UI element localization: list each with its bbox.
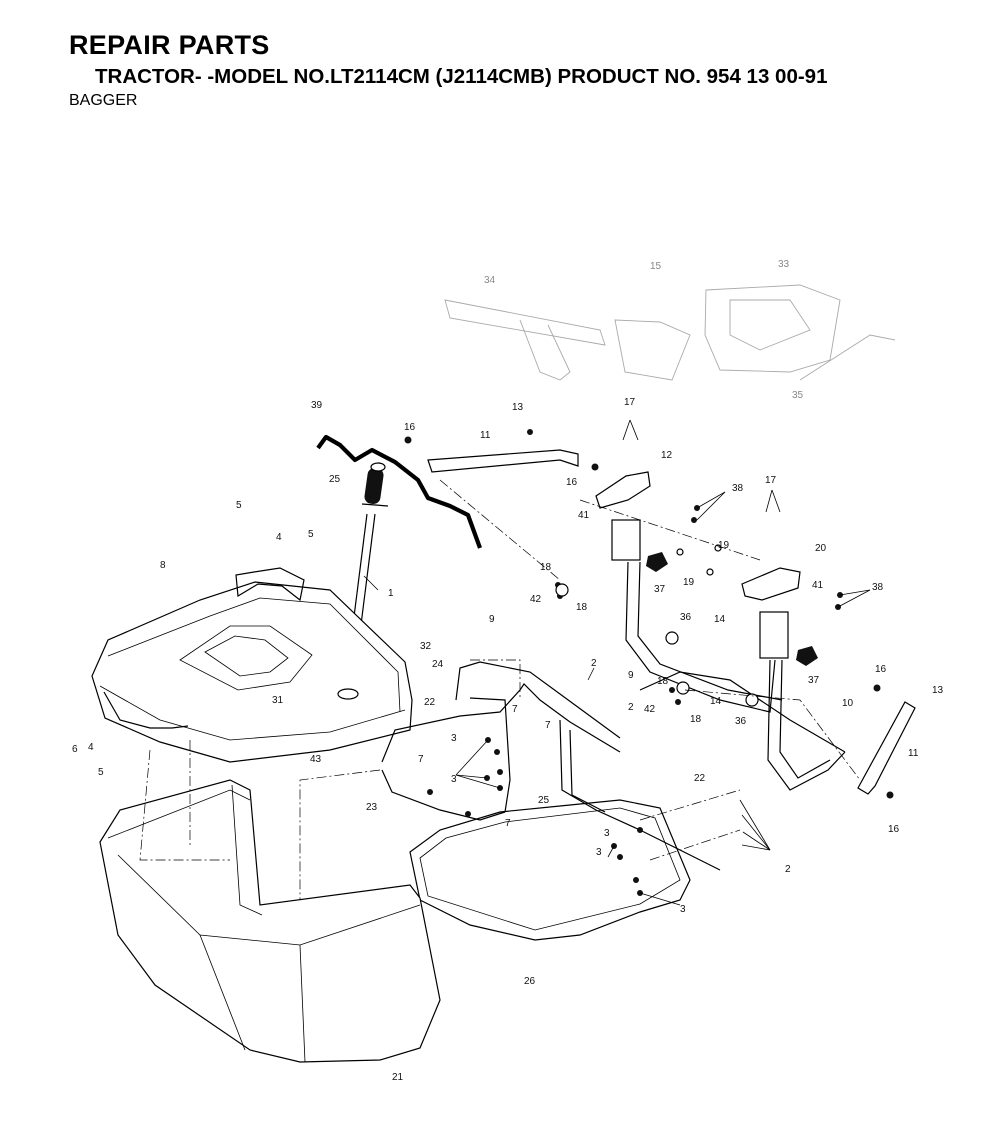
callout-15: 15 (650, 261, 662, 272)
callout-22: 22 (694, 773, 706, 784)
callout-16: 16 (888, 824, 900, 835)
callout-4: 4 (88, 742, 94, 753)
callout-14: 14 (714, 614, 726, 625)
callout-17: 17 (624, 397, 636, 408)
callout-26: 26 (524, 976, 536, 987)
callout-22: 22 (424, 697, 436, 708)
callout-5: 5 (308, 529, 314, 540)
callout-25: 25 (329, 474, 341, 485)
deflector-rod (316, 434, 482, 549)
grass-bag (99, 779, 441, 1063)
page-title: REPAIR PARTS (69, 30, 270, 60)
callout-6: 6 (72, 744, 78, 755)
callout-2: 2 (628, 702, 634, 713)
callout-7: 7 (512, 704, 518, 715)
top-handle (235, 567, 305, 602)
callout-25: 25 (538, 795, 550, 806)
callout-4: 4 (276, 532, 282, 543)
section-title: BAGGER (69, 92, 138, 109)
block-37b (796, 646, 818, 666)
callout-8: 8 (160, 560, 166, 571)
tractor-outline (444, 284, 896, 381)
block-37a (646, 552, 668, 572)
callout-35: 35 (792, 390, 804, 401)
side-handle (103, 691, 189, 729)
bag-cover (91, 581, 413, 763)
bracket-top (427, 449, 579, 473)
callout-18: 18 (657, 676, 669, 687)
callout-16: 16 (875, 664, 887, 675)
callout-5: 5 (236, 500, 242, 511)
callout-18: 18 (690, 714, 702, 725)
callout-14: 14 (710, 696, 722, 707)
callout-37: 37 (808, 675, 820, 686)
bottom-frame (409, 799, 691, 941)
callout-41: 41 (578, 510, 590, 521)
callout-7: 7 (545, 720, 551, 731)
callout-17: 17 (765, 475, 777, 486)
callout-41: 41 (812, 580, 824, 591)
callout-21: 21 (392, 1072, 404, 1083)
callout-33: 33 (778, 259, 790, 270)
callout-42: 42 (644, 704, 656, 715)
callout-3: 3 (680, 904, 686, 915)
latch-12 (595, 471, 651, 509)
callout-38: 38 (732, 483, 744, 494)
callout-11: 11 (908, 748, 919, 759)
callout-3: 3 (596, 847, 602, 858)
callout-11: 11 (480, 430, 491, 441)
callout-9: 9 (628, 670, 634, 681)
callout-9: 9 (489, 614, 495, 625)
model-line: TRACTOR- -MODEL NO.LT2114CM (J2114CMB) P… (95, 65, 828, 88)
callout-5: 5 (98, 767, 104, 778)
bag-frame (381, 661, 721, 871)
latch-20 (741, 567, 801, 601)
callout-7: 7 (505, 818, 511, 829)
callout-10: 10 (842, 698, 854, 709)
callout-16: 16 (404, 422, 416, 433)
hardware (404, 429, 894, 896)
callout-16: 16 (566, 477, 578, 488)
support-tube (345, 462, 389, 681)
callout-20: 20 (815, 543, 827, 554)
callout-42: 42 (530, 594, 542, 605)
callout-36: 36 (680, 612, 692, 623)
callout-19: 19 (718, 540, 730, 551)
callout-2: 2 (591, 658, 597, 669)
callout-18: 18 (576, 602, 588, 613)
callout-2: 2 (785, 864, 791, 875)
callout-3: 3 (451, 733, 457, 744)
callout-13: 13 (932, 685, 944, 696)
callout-19: 19 (683, 577, 695, 588)
callout-1: 1 (388, 588, 394, 599)
callout-3: 3 (604, 828, 610, 839)
callout-7: 7 (418, 754, 424, 765)
callout-24: 24 (432, 659, 444, 670)
callout-38: 38 (872, 582, 884, 593)
bracket-right (857, 701, 916, 795)
callout-34: 34 (484, 275, 496, 286)
callout-36: 36 (735, 716, 747, 727)
alignment-lines (139, 479, 861, 900)
callout-12: 12 (661, 450, 673, 461)
callout-32: 32 (420, 641, 432, 652)
callout-43: 43 (310, 754, 322, 765)
callout-23: 23 (366, 802, 378, 813)
callout-3: 3 (451, 774, 457, 785)
callout-37: 37 (654, 584, 666, 595)
leader-lines (363, 419, 871, 906)
callout-39: 39 (311, 400, 323, 411)
callout-13: 13 (512, 402, 524, 413)
callout-18: 18 (540, 562, 552, 573)
callout-31: 31 (272, 695, 284, 706)
